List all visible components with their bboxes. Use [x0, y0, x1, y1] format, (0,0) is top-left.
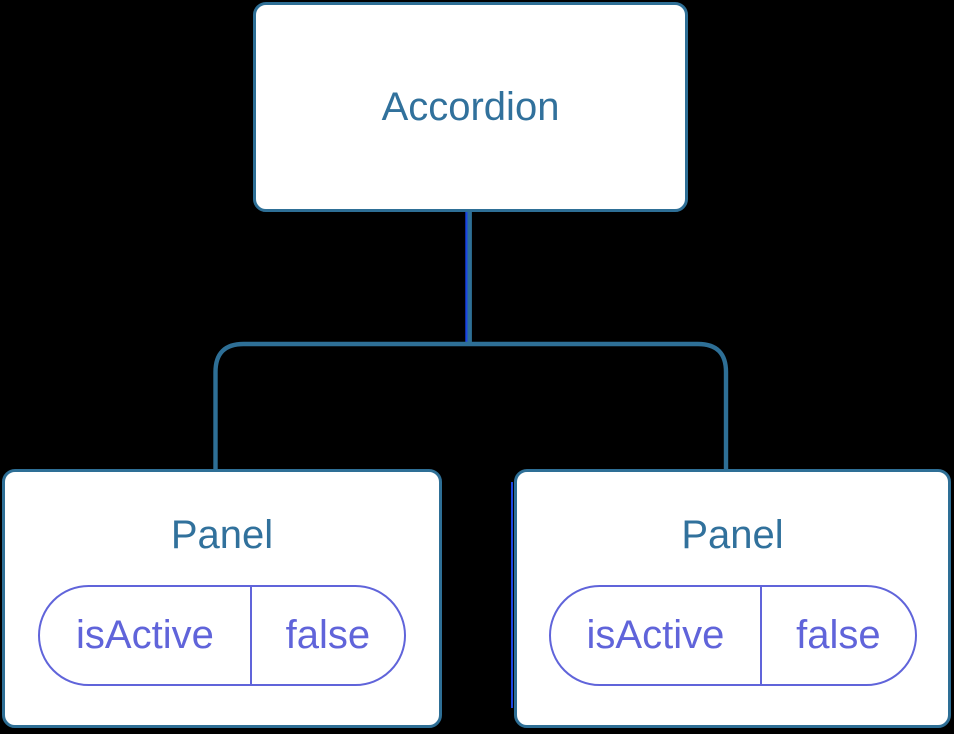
state-pill: isActive false — [38, 585, 406, 686]
node-panel-left: Panel isActive false — [2, 469, 442, 728]
state-key-cell: isActive — [551, 587, 763, 684]
connector-branch — [213, 341, 729, 471]
panel-content: Panel isActive false — [517, 472, 948, 725]
panel-left-edge-highlight — [511, 482, 514, 708]
panel-content: Panel isActive false — [5, 472, 439, 725]
state-value-cell: false — [796, 613, 881, 657]
state-value-cell: false — [285, 613, 371, 657]
state-pill: isActive false — [548, 585, 917, 686]
panel-label: Panel — [170, 513, 274, 557]
state-key-cell: isActive — [40, 587, 252, 684]
node-panel-right: Panel isActive false — [511, 469, 951, 728]
node-accordion: Accordion — [253, 2, 688, 212]
accordion-label: Accordion — [381, 84, 560, 129]
panel-label: Panel — [681, 513, 784, 557]
